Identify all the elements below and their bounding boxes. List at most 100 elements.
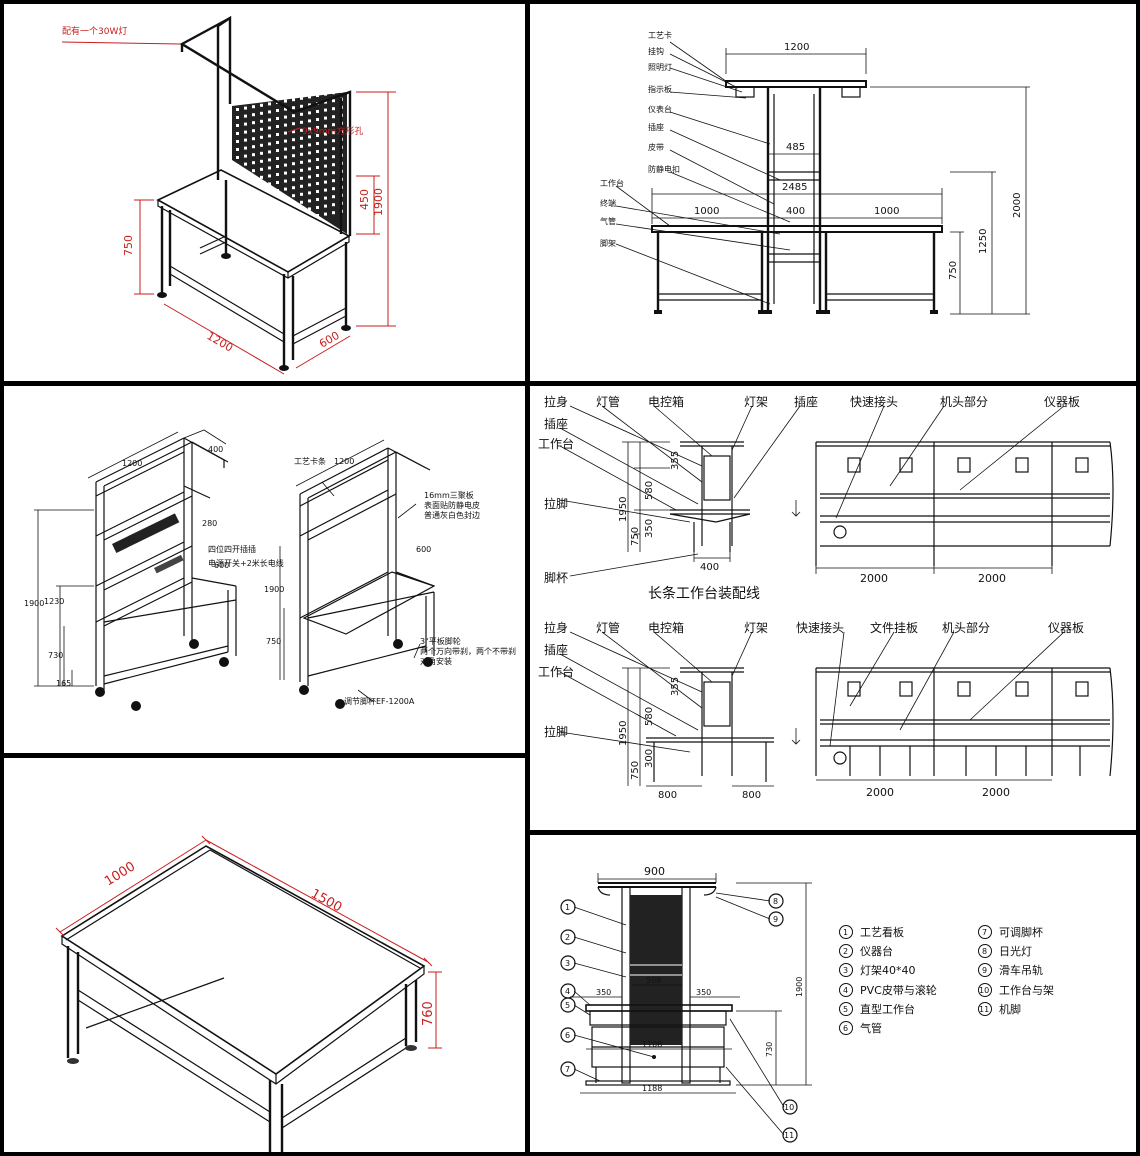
legend-text-3: 灯架40*40 bbox=[860, 964, 916, 977]
pegboard-hole bbox=[340, 89, 343, 93]
dim-depth-label: 600 bbox=[317, 329, 342, 351]
pegboard-hole bbox=[292, 202, 295, 206]
pegboard-hole bbox=[316, 142, 319, 145]
pegboard-hole bbox=[268, 142, 271, 146]
pegboard-hole bbox=[260, 119, 263, 123]
legend-text-1: 工艺看板 bbox=[860, 925, 904, 939]
panel-workstation-legend: 1 2 3 4 5 6 7 8 9 10 11 900 508 350 350 … bbox=[530, 835, 1136, 1152]
bottom-label-1: 灯管 bbox=[596, 620, 620, 635]
pegboard-hole bbox=[244, 202, 247, 206]
callout-4: 4 bbox=[565, 987, 570, 996]
pegboard-hole bbox=[252, 169, 255, 173]
bottom-label-0: 拉身 bbox=[544, 620, 568, 635]
pegboard-hole bbox=[284, 99, 287, 103]
pegboard-hole bbox=[236, 220, 239, 223]
pegboard-hole bbox=[316, 214, 319, 217]
pegboard-hole bbox=[268, 118, 271, 122]
pegboard-hole bbox=[268, 134, 271, 138]
label-9: 终端 bbox=[600, 198, 616, 208]
pegboard-hole bbox=[300, 120, 303, 124]
bottom-dim-750: 750 bbox=[630, 761, 641, 780]
legend-num-11: 11 bbox=[979, 1005, 989, 1014]
dim-350a: 350 bbox=[596, 988, 611, 997]
pegboard-hole bbox=[300, 208, 303, 212]
pegboard-hole bbox=[284, 163, 287, 167]
pegboard-hole bbox=[300, 136, 303, 140]
label-2: 照明灯 bbox=[648, 62, 672, 72]
bottom-dim-2000a: 2000 bbox=[866, 786, 894, 799]
pegboard-hole bbox=[316, 174, 319, 177]
pegboard-hole bbox=[284, 171, 287, 175]
pegboard-hole bbox=[300, 200, 303, 204]
right-note-wheel2: 两个万向带刹，两个不带刹 bbox=[420, 646, 516, 656]
pegboard-hole bbox=[268, 166, 271, 170]
top-dim-355: 355 bbox=[670, 451, 681, 470]
legend-text-6: 气管 bbox=[860, 1021, 882, 1035]
dim-485: 485 bbox=[786, 142, 805, 153]
pegboard-hole bbox=[252, 113, 255, 117]
pegboard-hole bbox=[268, 102, 271, 106]
pegboard-hole bbox=[252, 137, 255, 141]
pegboard-hole bbox=[260, 151, 263, 155]
pegboard-hole bbox=[260, 143, 263, 147]
top-dim-1950: 1950 bbox=[618, 497, 629, 522]
assembly-elevation-drawing: 工艺卡 挂钩 照明灯 指示板 仪表台 插座 皮带 防静电扣 工作台 终端 气管 … bbox=[600, 30, 1030, 315]
simple-table-drawing: 1000 1500 760 bbox=[55, 835, 442, 1152]
dim-1000b: 1000 bbox=[874, 206, 899, 217]
pegboard-hole bbox=[324, 108, 327, 112]
legend-text-7: 可调脚杯 bbox=[999, 925, 1043, 939]
pegboard-hole bbox=[244, 138, 247, 142]
pegboard-hole bbox=[268, 206, 271, 210]
pegboard-hole bbox=[244, 162, 247, 166]
pegboard-hole bbox=[276, 213, 279, 216]
legend-num-7: 7 bbox=[982, 928, 987, 937]
pegboard-hole bbox=[316, 182, 319, 185]
pegboard-hole bbox=[260, 175, 263, 179]
pegboard-hole bbox=[332, 195, 335, 199]
pegboard-hole bbox=[284, 155, 287, 159]
pegboard-hole bbox=[308, 175, 311, 179]
right-note-board: 16mm三聚板 bbox=[424, 490, 474, 500]
pegboard-hole bbox=[276, 109, 279, 112]
legend-num-10: 10 bbox=[979, 986, 989, 995]
pegboard-hole bbox=[276, 165, 279, 168]
right-note-wheel3: 对角安装 bbox=[420, 656, 452, 666]
label-0: 工艺卡 bbox=[648, 30, 672, 40]
top-left-label-3: 脚杯 bbox=[544, 570, 568, 585]
pegboard-hole bbox=[332, 139, 335, 143]
pegboard-hole bbox=[308, 135, 311, 139]
pegboard-hole bbox=[332, 171, 335, 175]
pegboard-hole bbox=[308, 207, 311, 211]
bottom-dim-300: 300 bbox=[644, 749, 655, 768]
pegboard-hole bbox=[244, 114, 247, 118]
pegboard-hole bbox=[252, 177, 255, 181]
pegboard-hole bbox=[324, 148, 327, 152]
top-dim-400: 400 bbox=[700, 562, 719, 573]
pegboard-hole bbox=[324, 116, 327, 120]
legend-num-1: 1 bbox=[843, 928, 848, 937]
legend-num-3: 3 bbox=[843, 966, 848, 975]
dim-400: 400 bbox=[786, 206, 805, 217]
pegboard-hole bbox=[300, 152, 303, 156]
top-left-label-1: 工作台 bbox=[538, 436, 574, 451]
pegboard-hole bbox=[268, 198, 271, 202]
pegboard-hole bbox=[308, 95, 311, 99]
bottom-label-7: 仪器板 bbox=[1048, 621, 1084, 635]
left-note-socket: 四位四开插插 bbox=[208, 544, 256, 554]
pegboard-hole bbox=[244, 122, 247, 126]
top-dim-2000a: 2000 bbox=[860, 572, 888, 585]
pegboard-hole bbox=[284, 195, 287, 199]
pegboard-hole bbox=[316, 134, 319, 137]
pegboard-hole bbox=[236, 180, 239, 183]
panel-assembly-elevation: 工艺卡 挂钩 照明灯 指示板 仪表台 插座 皮带 防静电扣 工作台 终端 气管 … bbox=[530, 4, 1136, 381]
pegboard-hole bbox=[332, 163, 335, 167]
pegboard-hole bbox=[308, 159, 311, 163]
callout-6: 6 bbox=[565, 1031, 570, 1040]
panel-long-assembly-line: 拉身 灯管 电控箱 灯架 插座 快速接头 机头部分 仪器板 插座 工作台 拉脚 … bbox=[530, 386, 1136, 830]
bottom-label-6: 机头部分 bbox=[942, 620, 990, 635]
right-note-wheel: 3"平板脚轮 bbox=[420, 636, 461, 646]
bottom-dim-1950: 1950 bbox=[618, 721, 629, 746]
dim-length-label: 1200 bbox=[205, 329, 236, 354]
pegboard-hole bbox=[260, 111, 263, 115]
pegboard-hole bbox=[308, 183, 311, 187]
